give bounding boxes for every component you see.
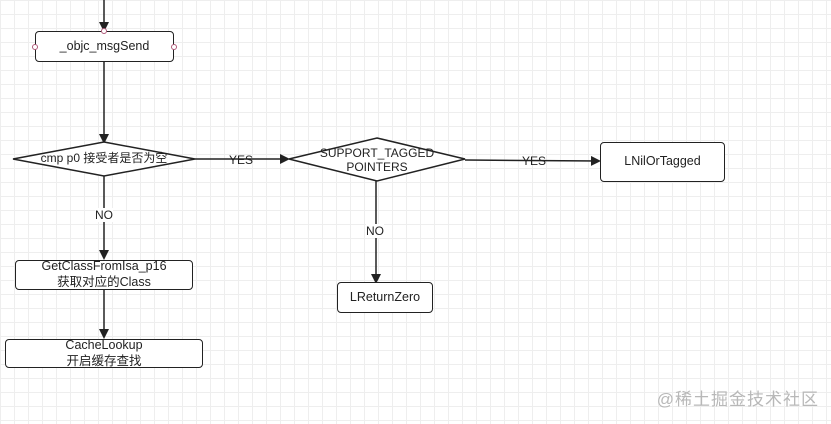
port-right bbox=[171, 44, 177, 50]
node-get-class-from-isa[interactable]: GetClassFromIsa_p16 获取对应的Class bbox=[15, 259, 193, 290]
node-lreturn-zero[interactable]: LReturnZero bbox=[337, 282, 433, 313]
node-lnil-or-tagged-label: LNilOrTagged bbox=[624, 154, 701, 169]
node-get-class-line2: 获取对应的Class bbox=[57, 275, 151, 289]
node-cache-lookup[interactable]: CacheLookup 开启缓存查找 bbox=[5, 337, 203, 368]
decision-cmp-p0-label: cmp p0 接受者是否为空 bbox=[40, 151, 168, 165]
edge-tagged-yes bbox=[464, 155, 601, 166]
decision-support-tagged-line2: POINTERS bbox=[346, 159, 408, 174]
edge-label-yes-1: YES bbox=[229, 153, 254, 167]
port-left bbox=[32, 44, 38, 50]
decision-support-tagged-label: SUPPORT_TAGGED POINTERS bbox=[309, 146, 445, 175]
node-cache-lookup-line1: CacheLookup bbox=[65, 337, 143, 352]
node-lnil-or-tagged[interactable]: LNilOrTagged bbox=[600, 142, 725, 182]
port-top bbox=[101, 28, 107, 34]
node-lreturn-zero-label: LReturnZero bbox=[349, 289, 421, 304]
node-cache-lookup-line2: 开启缓存查找 bbox=[66, 353, 142, 368]
edge-label-no-1: NO bbox=[95, 208, 113, 222]
edge-label-no-2: NO bbox=[366, 224, 384, 238]
node-get-class-line1: GetClassFromIsa_p16 bbox=[41, 259, 167, 274]
decision-support-tagged-line1: SUPPORT_TAGGED bbox=[319, 146, 435, 160]
edge-label-yes-2: YES bbox=[522, 154, 547, 168]
node-objc-msgsend-label: _objc_msgSend bbox=[59, 38, 150, 53]
watermark: @稀土掘金技术社区 bbox=[656, 390, 819, 409]
node-objc-msgsend[interactable]: _objc_msgSend bbox=[35, 31, 174, 62]
decision-support-tagged bbox=[288, 137, 466, 182]
